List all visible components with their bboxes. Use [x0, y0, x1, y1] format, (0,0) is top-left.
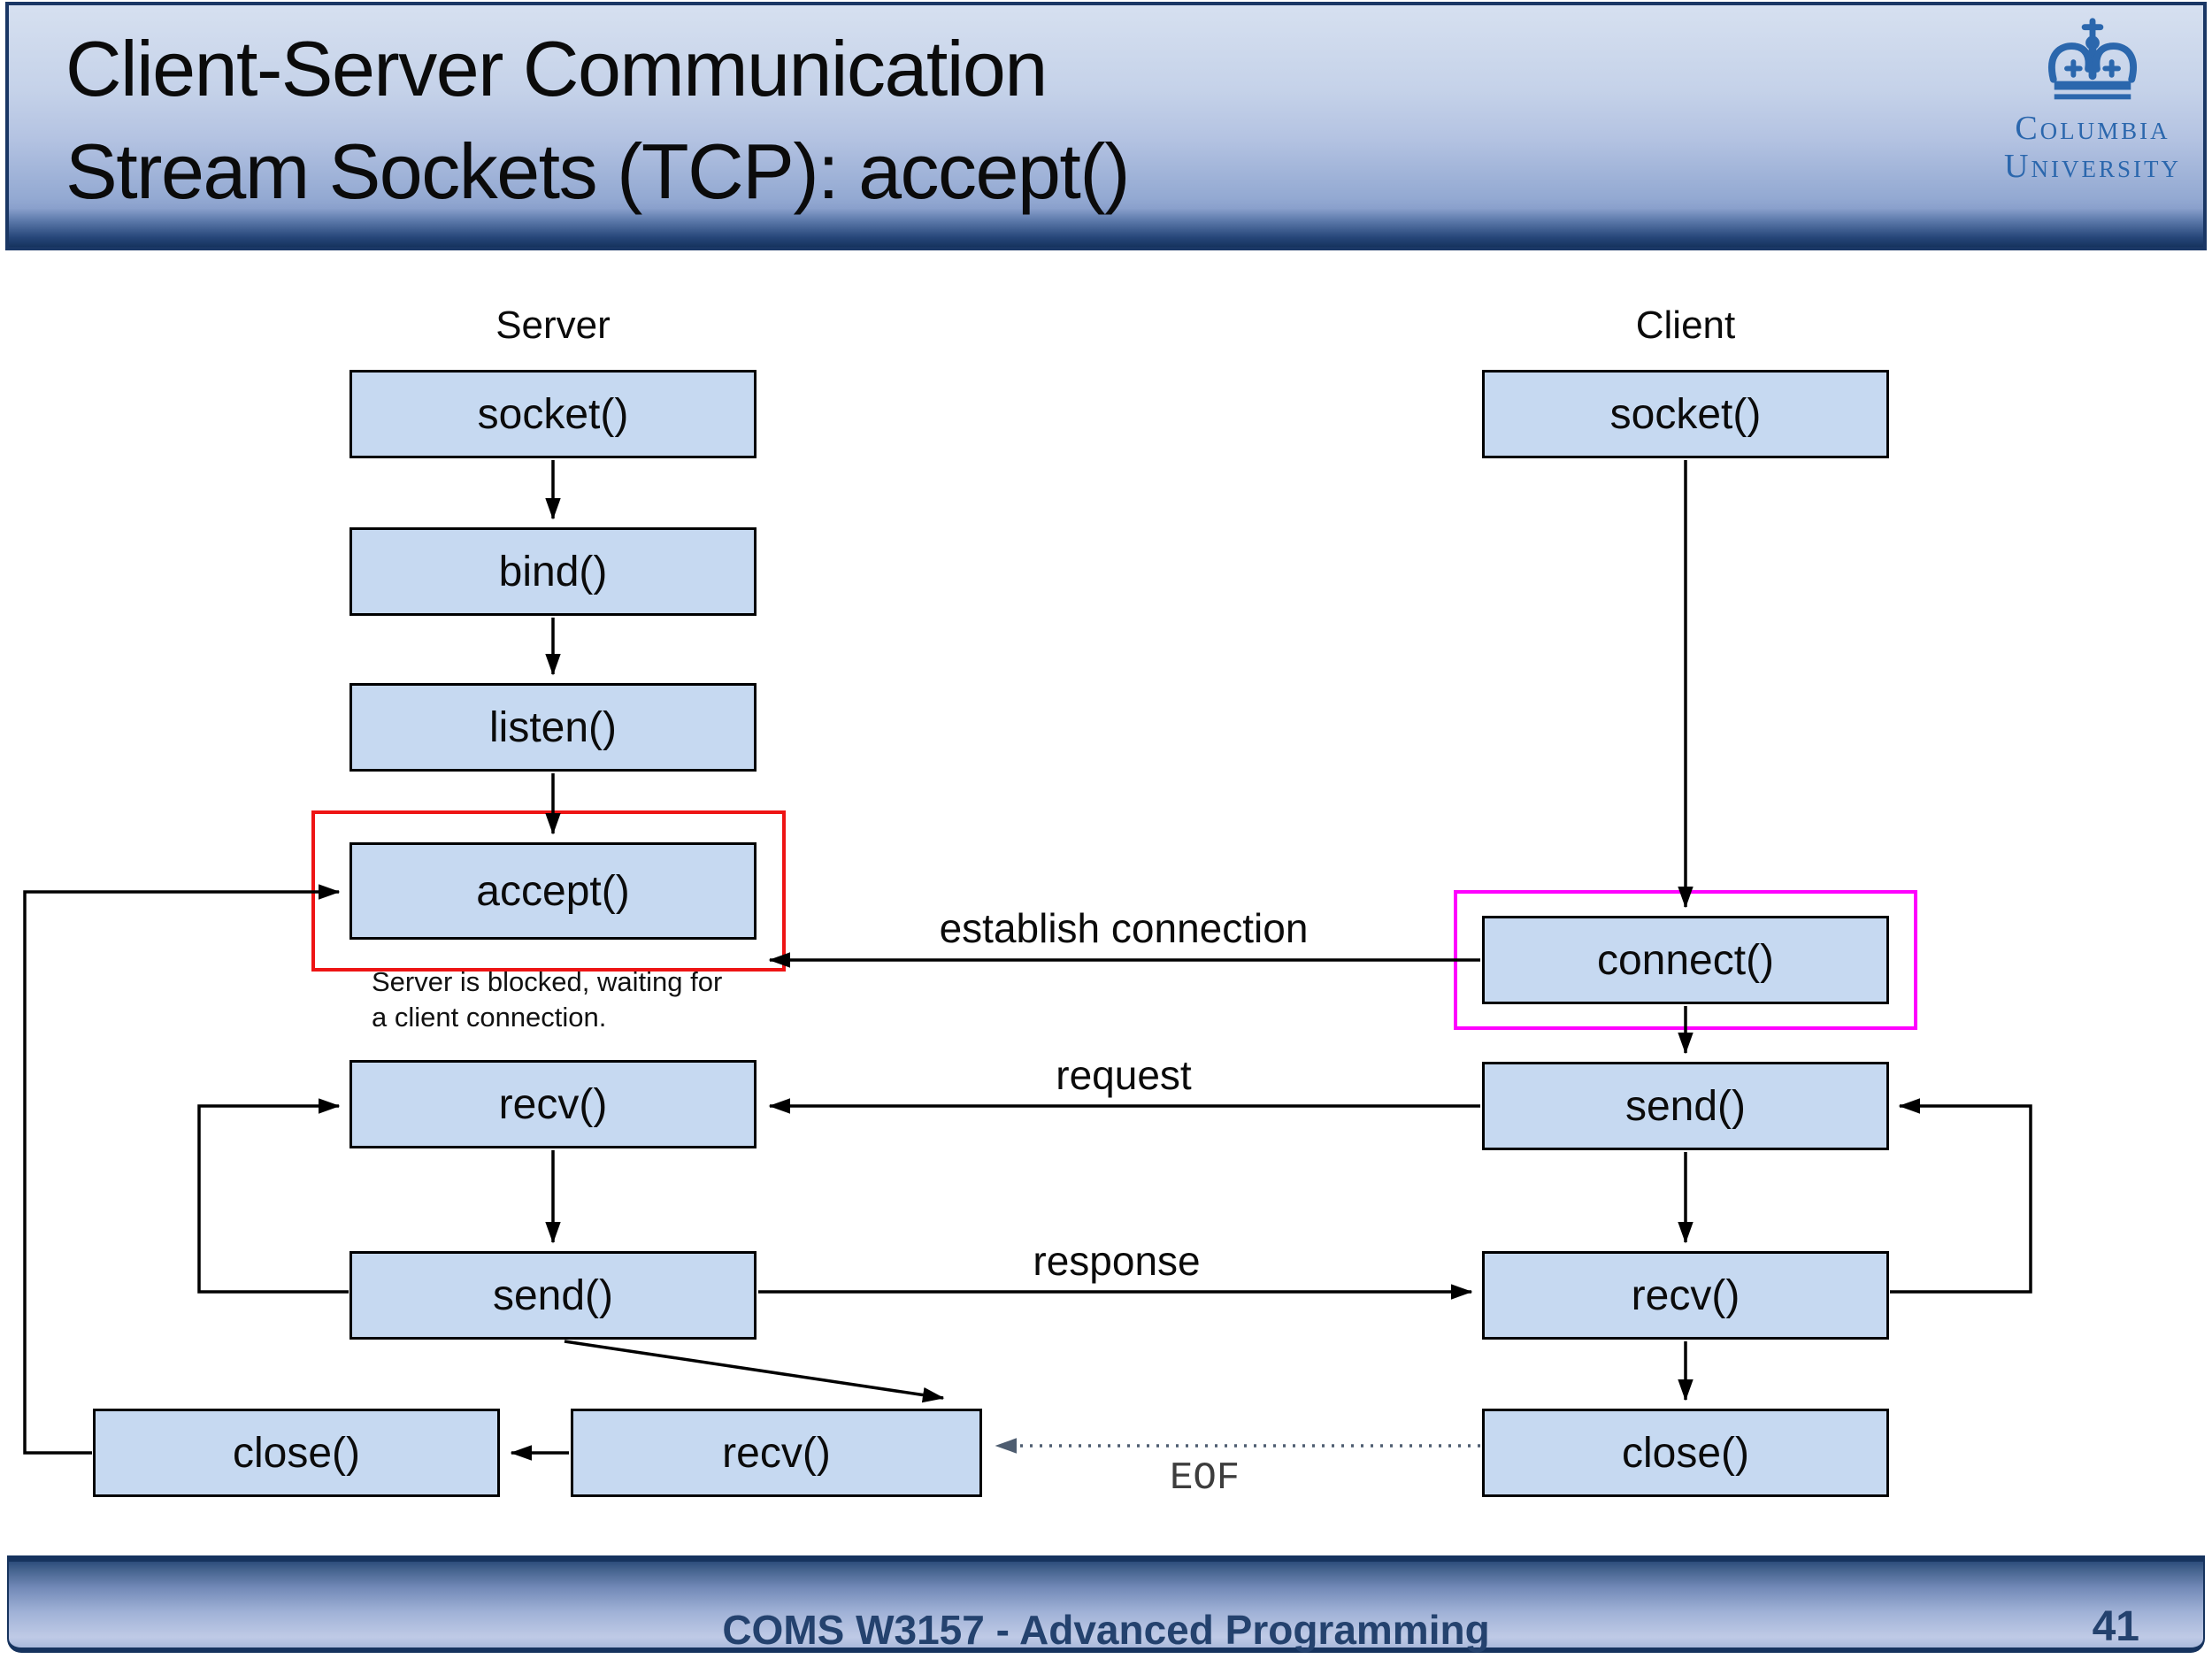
columbia-crown-icon — [2048, 18, 2137, 100]
node-server-listen: listen() — [349, 683, 757, 772]
slide-title: Client-Server Communication Stream Socke… — [65, 18, 1130, 223]
node-client-close: close() — [1482, 1409, 1889, 1497]
slide-footer: COMS W3157 - Advanced Programming 41 — [7, 1555, 2205, 1653]
logo-text-university: University — [2004, 147, 2181, 185]
arrow-client-recv-loop-to-send — [1890, 1098, 2032, 1294]
establish-connection-label: establish connection — [939, 905, 1309, 951]
footer-course-title: COMS W3157 - Advanced Programming — [722, 1607, 1490, 1653]
node-client-connect: connect() — [1482, 916, 1889, 1004]
node-server-send: send() — [349, 1251, 757, 1340]
node-server-bind: bind() — [349, 527, 757, 616]
node-client-socket: socket() — [1482, 370, 1889, 458]
footer-page-number: 41 — [2092, 1603, 2139, 1650]
arrow-server-send-loop-to-recv — [197, 1098, 349, 1294]
arrow-server-close-loop-to-accept — [23, 884, 341, 1455]
node-client-recv: recv() — [1482, 1251, 1889, 1340]
node-server-socket: socket() — [349, 370, 757, 458]
client-column-label: Client — [1635, 303, 1736, 347]
request-label: request — [1056, 1052, 1192, 1098]
node-server-accept: accept() — [349, 842, 757, 940]
server-blocked-note-line2: a client connection. — [372, 1002, 607, 1033]
server-column-label: Server — [495, 303, 611, 347]
title-line-1: Client-Server Communication — [65, 25, 1048, 112]
node-server-recv2: recv() — [571, 1409, 982, 1497]
node-server-close: close() — [93, 1409, 500, 1497]
node-client-send: send() — [1482, 1062, 1889, 1150]
title-line-2: Stream Sockets (TCP): accept() — [65, 127, 1130, 216]
server-blocked-note-line1: Server is blocked, waiting for — [372, 966, 723, 997]
server-blocked-note: Server is blocked, waiting for a client … — [372, 964, 722, 1035]
columbia-logo: Columbia University — [1951, 18, 2212, 185]
logo-text-columbia: Columbia — [2015, 110, 2170, 147]
eof-label: EOF — [1170, 1456, 1240, 1501]
response-label: response — [1033, 1238, 1201, 1284]
slide-header: Client-Server Communication Stream Socke… — [5, 2, 2207, 250]
arrow-server-send-to-recv2 — [564, 1340, 945, 1403]
node-server-recv: recv() — [349, 1060, 757, 1148]
